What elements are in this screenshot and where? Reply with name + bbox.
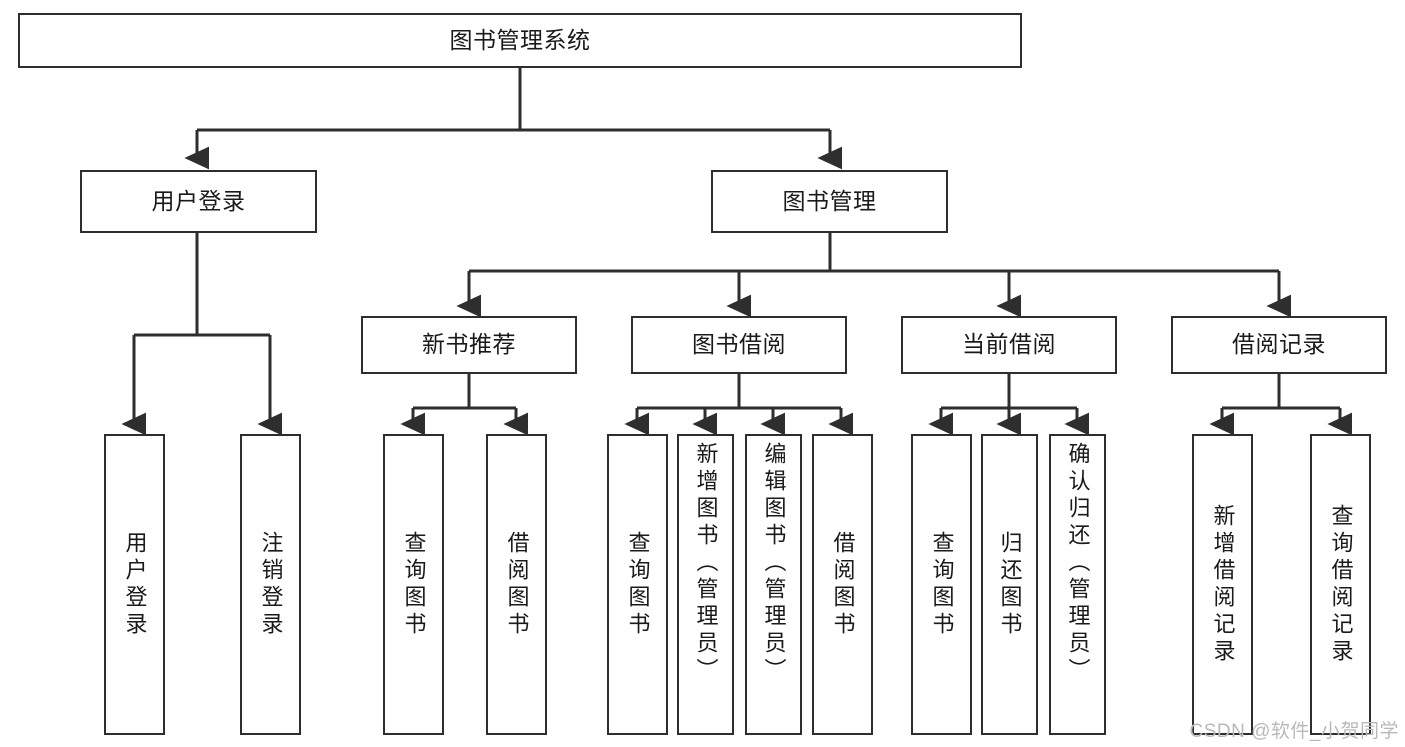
node-label: 查询图书	[929, 530, 955, 639]
node-label: 新书推荐	[422, 331, 516, 358]
node-root-system[interactable]: 图书管理系统	[18, 13, 1022, 68]
leaf-user-login-logout[interactable]: 注销登录	[240, 434, 301, 735]
node-book-management[interactable]: 图书管理	[711, 170, 948, 233]
leaf-record-query-record[interactable]: 查询借阅记录	[1310, 434, 1371, 735]
node-label: 图书管理系统	[449, 26, 591, 53]
node-label: 借阅图书	[830, 530, 856, 639]
node-label: 用户登录	[151, 187, 246, 214]
node-borrow-record[interactable]: 借阅记录	[1171, 316, 1387, 374]
node-label: 新增图书（管理员）	[693, 442, 719, 685]
leaf-current-return-book[interactable]: 归还图书	[981, 434, 1038, 735]
leaf-recommend-borrow-book[interactable]: 借阅图书	[486, 434, 547, 735]
leaf-borrow-borrow-book[interactable]: 借阅图书	[812, 434, 873, 735]
node-label: 图书管理	[782, 187, 877, 214]
node-label: 查询图书	[625, 530, 651, 639]
node-label: 归还图书	[997, 530, 1023, 639]
watermark-text: CSDN @软件_小贺同学	[1189, 721, 1399, 742]
leaf-record-add-record[interactable]: 新增借阅记录	[1192, 434, 1253, 735]
node-label: 新增借阅记录	[1210, 503, 1236, 666]
node-user-login[interactable]: 用户登录	[80, 170, 317, 233]
node-label: 查询借阅记录	[1328, 503, 1354, 666]
node-label: 借阅图书	[504, 530, 530, 639]
leaf-borrow-query-book[interactable]: 查询图书	[607, 434, 668, 735]
node-label: 确认归还（管理员）	[1065, 442, 1091, 685]
node-label: 当前借阅	[962, 331, 1056, 358]
leaf-current-confirm-return-admin[interactable]: 确认归还（管理员）	[1049, 434, 1106, 735]
leaf-recommend-query-book[interactable]: 查询图书	[383, 434, 444, 735]
node-book-borrow[interactable]: 图书借阅	[631, 316, 847, 374]
node-new-book-recommend[interactable]: 新书推荐	[361, 316, 577, 374]
node-label: 编辑图书（管理员）	[761, 442, 787, 685]
leaf-user-login-login[interactable]: 用户登录	[104, 434, 165, 735]
node-label: 用户登录	[122, 530, 148, 639]
node-current-borrow[interactable]: 当前借阅	[901, 316, 1117, 374]
leaf-borrow-add-book-admin[interactable]: 新增图书（管理员）	[677, 434, 734, 735]
leaf-current-query-book[interactable]: 查询图书	[911, 434, 972, 735]
node-label: 注销登录	[258, 530, 284, 639]
node-label: 图书借阅	[692, 331, 786, 358]
node-label: 借阅记录	[1232, 331, 1326, 358]
leaf-borrow-edit-book-admin[interactable]: 编辑图书（管理员）	[745, 434, 802, 735]
node-label: 查询图书	[401, 530, 427, 639]
